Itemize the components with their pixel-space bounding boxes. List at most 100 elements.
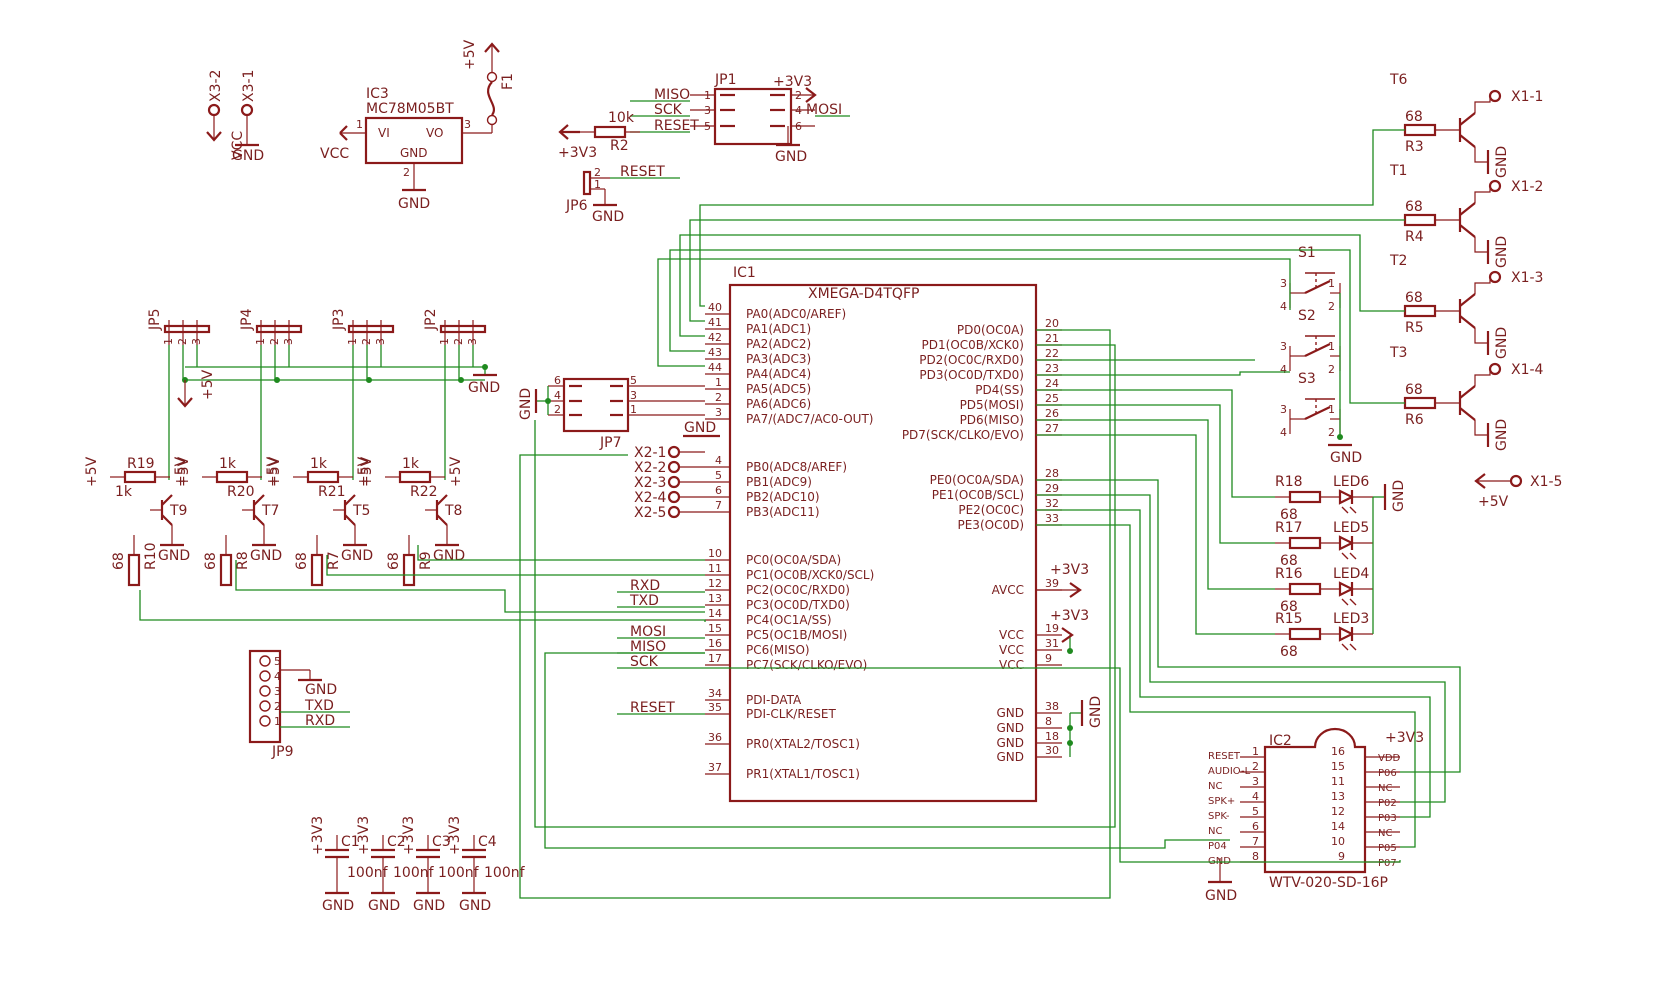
jp9-pin-number: 3 bbox=[274, 685, 281, 698]
ic1-pin-name: PC5(OC1B/MOSI) bbox=[746, 628, 847, 642]
driver-emitter-value: 68 bbox=[294, 552, 310, 570]
ic1-pin-number: 19 bbox=[1045, 622, 1059, 635]
ic3-vcc: VCC bbox=[320, 146, 349, 162]
output-gnd: GND bbox=[1494, 236, 1510, 268]
ic1-pin-name: PA3(ADC3) bbox=[746, 352, 811, 366]
x2-pad bbox=[667, 475, 681, 489]
ic1-pin-number: 21 bbox=[1045, 332, 1059, 345]
ic1-pin-number: 4 bbox=[715, 454, 722, 467]
ic2-pin-number: 10 bbox=[1331, 835, 1345, 848]
ic2-pin-name: SPK+ bbox=[1208, 796, 1235, 807]
ic2-pin-name: NC bbox=[1378, 828, 1392, 839]
header-pin-number: 1 bbox=[254, 338, 267, 345]
driver-base-resistor bbox=[398, 470, 432, 484]
output-pad bbox=[1488, 362, 1502, 376]
x2-pad-label: X2-4 bbox=[634, 490, 667, 506]
x1-5-supply: +5V bbox=[1478, 494, 1509, 510]
switch-gnd: GND bbox=[1328, 293, 1362, 466]
cap-name: C4 bbox=[478, 834, 497, 850]
ic1-pin-name: PC6(MISO) bbox=[746, 643, 810, 657]
ic3-vo: VO bbox=[426, 126, 443, 140]
plus5v-arrow-icon bbox=[484, 42, 500, 53]
ic3-pin1: 1 bbox=[356, 118, 363, 131]
vcc-supply: +3V3 bbox=[1050, 608, 1089, 624]
ic1-pin-number: 23 bbox=[1045, 362, 1059, 375]
driver-emitter-resistor bbox=[402, 553, 416, 587]
driver-base-resistor bbox=[306, 470, 340, 484]
ic1-pin-number: 44 bbox=[708, 361, 722, 374]
cap-value: 100nf bbox=[347, 865, 389, 881]
ic1-pin-name: PA6(ADC6) bbox=[746, 397, 811, 411]
output-resistor bbox=[1403, 123, 1437, 137]
output-resistor-value: 68 bbox=[1405, 290, 1423, 306]
x2-pad-label: X2-3 bbox=[634, 475, 666, 491]
ic1-pin-name: VCC bbox=[999, 643, 1024, 657]
ic2-pin-number: 13 bbox=[1331, 790, 1345, 803]
ic1-pin-number: 32 bbox=[1045, 497, 1059, 510]
x2-pad bbox=[667, 505, 681, 519]
header-pin-number: 3 bbox=[374, 338, 387, 345]
jp1-pin-5: 5 bbox=[704, 120, 711, 133]
ic1-pin-name: PDI-CLK/RESET bbox=[746, 707, 836, 721]
output-gnd: GND bbox=[1494, 419, 1510, 451]
driver-transistor-emitter bbox=[344, 514, 356, 526]
port-reset: RESET bbox=[630, 700, 675, 716]
driver-base-value: R21 bbox=[318, 484, 346, 500]
ic1-pin-name: PC2(OC0C/RXD0) bbox=[746, 583, 850, 597]
driver-base-name: 1k bbox=[402, 456, 420, 472]
ic1-pin-number: 8 bbox=[1045, 715, 1052, 728]
driver-emitter-value: 68 bbox=[203, 552, 219, 570]
ic2-pin-number: 15 bbox=[1331, 760, 1345, 773]
cap-gnd: GND bbox=[322, 898, 354, 914]
ic2-value: WTV-020-SD-16P bbox=[1269, 875, 1388, 891]
jp1-pin-1: 1 bbox=[704, 89, 711, 102]
port-miso: MISO bbox=[630, 639, 666, 655]
output-pad-name: X1-2 bbox=[1511, 179, 1543, 195]
ic1-pin-number: 38 bbox=[1045, 700, 1059, 713]
ic1-pin-name: PA7/(ADC7/AC0-OUT) bbox=[746, 412, 873, 426]
port-txd: TXD bbox=[629, 593, 659, 609]
ic1-gnd: GND bbox=[1088, 696, 1104, 728]
ic2-pin-number: 5 bbox=[1252, 805, 1259, 818]
switch-pin: 3 bbox=[1280, 340, 1287, 353]
x2-pads: X2-1X2-2X2-3X2-4X2-5 bbox=[634, 445, 705, 521]
fuse-f1: +5V F1 bbox=[462, 39, 516, 133]
ic1-pin-name: VCC bbox=[999, 628, 1024, 642]
ic3-gnd-pin: GND bbox=[400, 146, 428, 160]
ic1-pin-name: PE3(OC0D) bbox=[957, 518, 1024, 532]
output-resistor-name: R5 bbox=[1405, 320, 1424, 336]
led-resistor-name: R18 bbox=[1275, 474, 1303, 490]
ic1-pin-name: PB1(ADC9) bbox=[746, 475, 812, 489]
x3-gnd: GND bbox=[232, 148, 264, 164]
jp1-net-sck: SCK bbox=[654, 102, 683, 118]
ic1-pin-number: 6 bbox=[715, 484, 722, 497]
jp7-pin-2: 2 bbox=[554, 403, 561, 416]
ic1-pin-name: PA2(ADC2) bbox=[746, 337, 811, 351]
ic1-pin-name: PD4(SS) bbox=[975, 383, 1024, 397]
ic1-body bbox=[728, 283, 1038, 803]
output-transistor-collector bbox=[1459, 202, 1476, 216]
ic2-pin-number: 2 bbox=[1252, 760, 1259, 773]
switch-name: S1 bbox=[1298, 245, 1316, 261]
led-name: LED5 bbox=[1333, 520, 1369, 536]
ic1-pin-name: PC1(OC0B/XCK0/SCL) bbox=[746, 568, 874, 582]
led-light-icon bbox=[1341, 552, 1357, 560]
ic3-name: IC3 bbox=[366, 86, 389, 102]
led-resistor-value: 68 bbox=[1280, 644, 1298, 660]
ic1-pin-name: PR1(XTAL1/TOSC1) bbox=[746, 767, 860, 781]
ic1-pin-name: PD3(OC0D/TXD0) bbox=[919, 368, 1024, 382]
ic2-pin-name: P07 bbox=[1378, 858, 1397, 869]
switch-pin: 4 bbox=[1280, 426, 1287, 439]
driver-gnd: GND bbox=[158, 548, 190, 564]
header-pin-number: 2 bbox=[360, 338, 373, 345]
led-resistor bbox=[1288, 627, 1322, 641]
ic1-pin-name: PC4(OC1A/SS) bbox=[746, 613, 832, 627]
ic1-pin-name: PA5(ADC5) bbox=[746, 382, 811, 396]
driver-base-resistor bbox=[123, 470, 157, 484]
ic3: IC3 MC78M05BT VI VO GND 1 3 2 VCC GND bbox=[320, 86, 492, 212]
driver-emitter-name: R7 bbox=[326, 551, 342, 570]
vcc-down-arrow-icon bbox=[206, 131, 222, 142]
jp7-pin-3: 3 bbox=[630, 389, 637, 402]
